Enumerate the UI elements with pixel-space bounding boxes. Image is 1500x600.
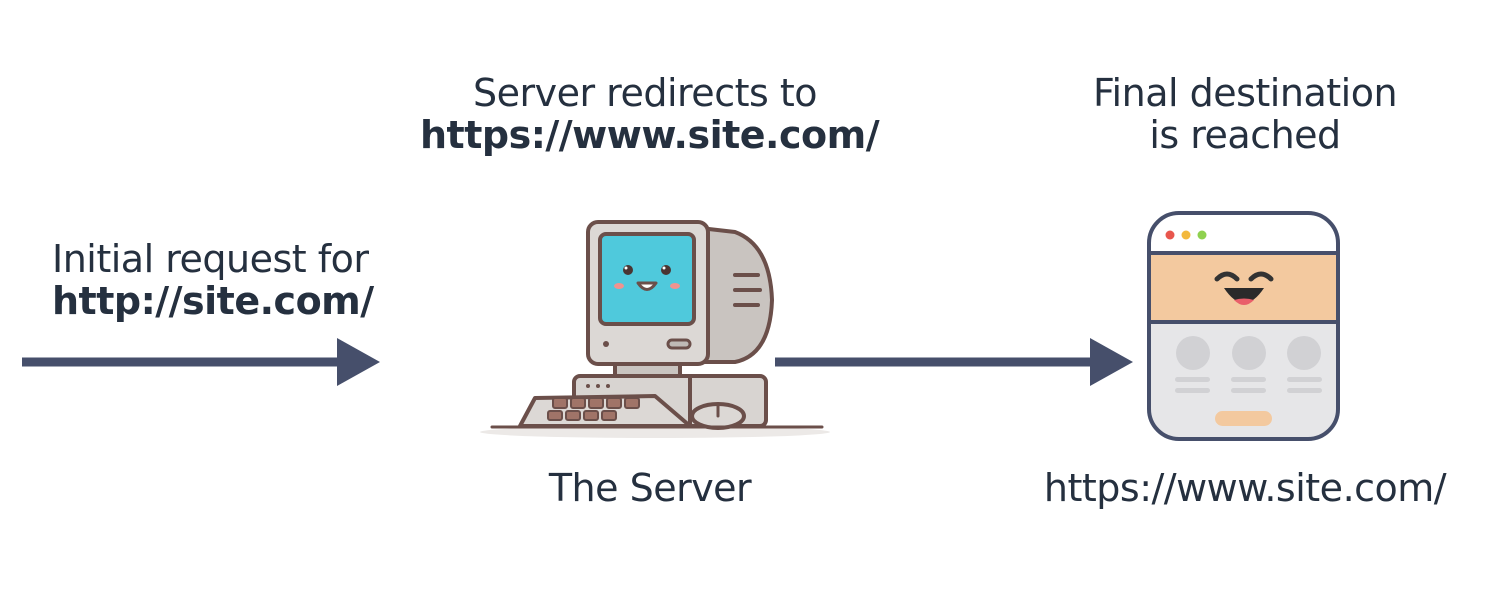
initial-request-label: Initial request for http://site.com/ — [52, 238, 374, 322]
final-destination-line1: Final destination — [1092, 71, 1398, 115]
initial-request-url: http://site.com/ — [52, 279, 374, 323]
final-destination-line2: is reached — [1149, 113, 1341, 157]
computer-icon — [480, 220, 830, 438]
server-redirect-line1: Server redirects to — [472, 71, 818, 115]
server-caption: The Server — [548, 466, 752, 510]
initial-request-line1: Initial request for — [52, 237, 369, 281]
web-page-icon — [1147, 211, 1340, 441]
arrow-right-icon — [775, 338, 1133, 386]
final-url-caption: https://www.site.com/ — [1043, 466, 1447, 510]
server-redirect-label: Server redirects to https://www.site.com… — [420, 71, 880, 157]
final-destination-label: Final destination is reached — [1070, 72, 1420, 156]
server-redirect-url: https://www.site.com/ — [420, 113, 880, 157]
arrow-right-icon — [22, 338, 380, 386]
